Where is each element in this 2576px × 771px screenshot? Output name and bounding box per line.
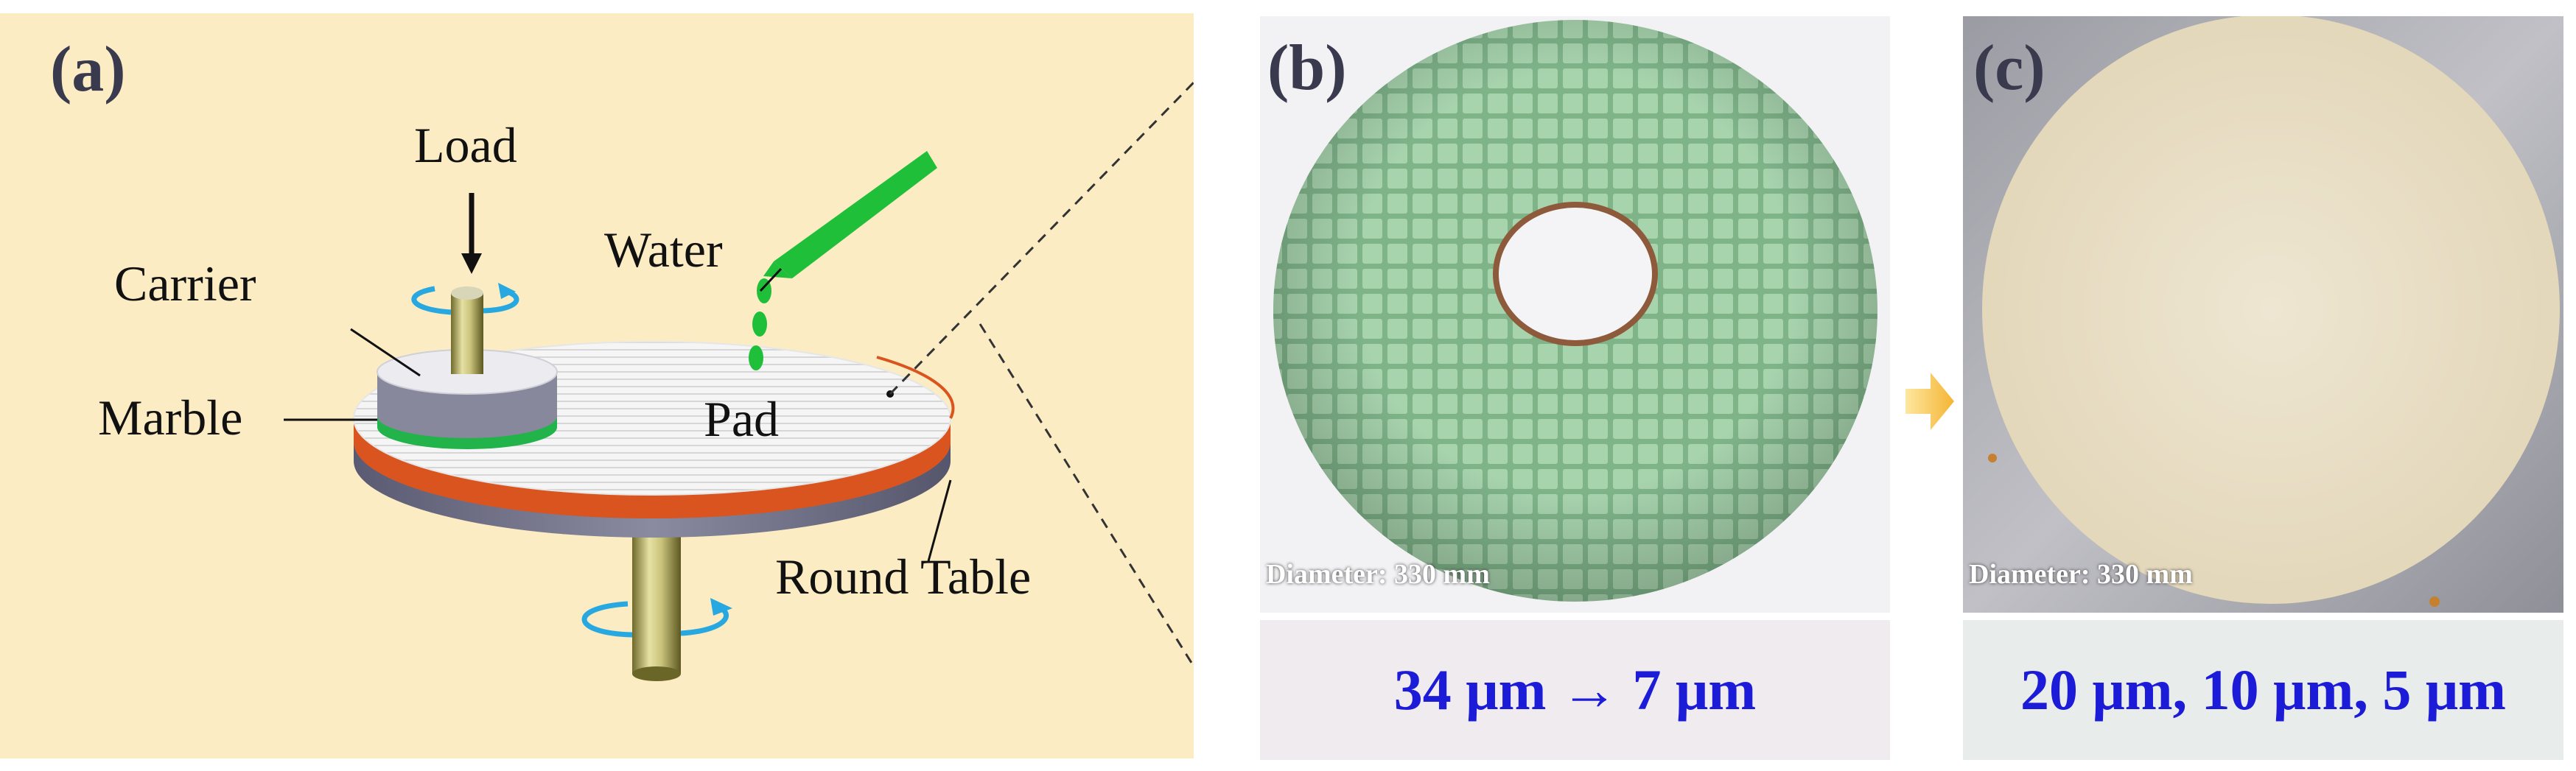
panel-a-label: (a) (50, 34, 126, 105)
load-label: Load (414, 117, 517, 173)
water-droplet (757, 278, 771, 303)
load-arrow-icon (461, 193, 482, 274)
panel-b-photo (1260, 16, 1890, 613)
upper-shaft (451, 293, 483, 374)
panel-c-caption: 20 μm, 10 μm, 5 μm (1963, 620, 2563, 760)
panel-c-diameter: Diameter: 330 mm (1969, 559, 2193, 590)
paper-pad-image (1963, 15, 2563, 613)
panel-b-label: (b) (1267, 32, 1347, 104)
marble-label: Marble (98, 390, 243, 446)
lower-shaft (632, 515, 681, 674)
water-label: Water (604, 222, 723, 278)
carrier-label: Carrier (114, 256, 256, 311)
panel-b-caption: 34 μm → 7 μm (1260, 620, 1890, 760)
right-arrow-icon (1905, 373, 1954, 430)
green-diamond-pad-image (1260, 16, 1890, 613)
round-table-label: Round Table (775, 549, 1032, 605)
water-droplet (749, 345, 763, 370)
panel-c-photo (1963, 15, 2563, 613)
water-nozzle-icon (763, 151, 937, 278)
panel-c-label: (c) (1973, 32, 2045, 104)
polishing-machine-diagram (284, 80, 1194, 681)
panel-b-diameter: Diameter: 330 mm (1266, 559, 1490, 590)
water-droplet (752, 311, 767, 337)
pad-label: Pad (704, 391, 779, 447)
